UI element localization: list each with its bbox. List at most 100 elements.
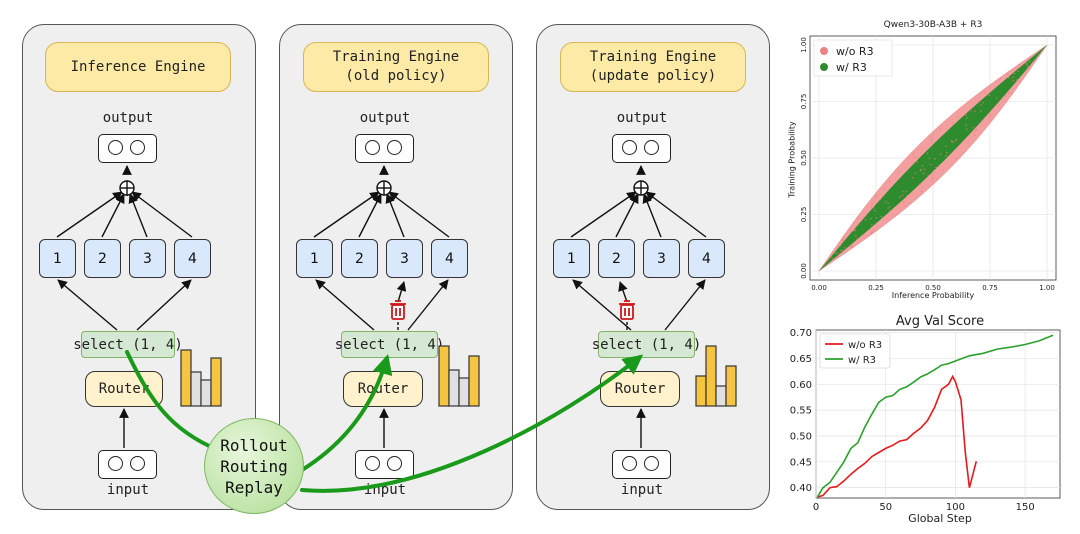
expert-box: 4 [431, 239, 468, 278]
scatter-point [864, 219, 867, 221]
scatter-point [982, 101, 985, 104]
expert-box: 3 [129, 239, 166, 278]
trash-icon [619, 300, 635, 320]
title-line: Inference Engine [70, 58, 206, 75]
scatter-xlabel: Inference Probability [891, 291, 975, 300]
scatter-point [988, 94, 990, 97]
scatter-point [978, 100, 980, 103]
scatter-point [965, 128, 968, 131]
scatter-point [899, 196, 901, 198]
scatter-point [875, 216, 878, 219]
scatter-point [836, 255, 839, 258]
scatter-point [975, 128, 978, 131]
scatter-point [843, 247, 846, 249]
scatter-point [965, 124, 968, 126]
x-tick-label: 0.25 [868, 284, 884, 292]
scatter-point [870, 206, 873, 208]
scatter-point [870, 217, 872, 220]
scatter-point [927, 174, 930, 177]
scatter-point [973, 110, 976, 112]
scatter-point [843, 235, 845, 238]
scatter-point [930, 139, 932, 141]
y-tick-label: 0.55 [790, 406, 812, 417]
input-label: input [620, 482, 664, 498]
scatter-point [989, 114, 991, 117]
expert-box: 4 [174, 239, 211, 278]
scatter-point [1008, 76, 1010, 79]
x-tick-label: 0.50 [925, 284, 941, 292]
scatter-point [887, 202, 889, 204]
legend-marker [820, 47, 828, 55]
scatter-point [955, 157, 957, 160]
scatter-point [921, 186, 924, 188]
scatter-point [919, 183, 921, 185]
series-band [819, 45, 1047, 271]
rollout-routing-replay-node: Rollout Routing Replay [204, 418, 304, 514]
scatter-point [939, 128, 941, 130]
x-tick-label: 50 [879, 502, 892, 513]
title-line: (update policy) [589, 68, 717, 84]
line-title: Avg Val Score [895, 314, 985, 329]
scatter-point [911, 176, 914, 179]
scatter-point [912, 154, 914, 156]
scatter-point [955, 139, 957, 142]
x-tick-label: 0 [813, 502, 819, 513]
scatter-point [926, 152, 929, 155]
scatter-point [970, 110, 973, 113]
scatter-point [975, 129, 977, 132]
x-tick-label: 150 [1016, 502, 1035, 513]
scatter-point [928, 157, 931, 160]
scatter-point [861, 234, 863, 237]
scatter-point [880, 215, 883, 218]
scatter-point [837, 252, 840, 255]
scatter-point [914, 172, 916, 175]
scatter-point [879, 198, 882, 201]
scatter-point [1017, 70, 1019, 73]
scatter-point [901, 194, 904, 197]
scatter-point [931, 141, 934, 144]
replay-line: Replay [225, 477, 283, 497]
scatter-title: Qwen3-30B-A3B + R3 [883, 20, 983, 30]
scatter-point [852, 230, 855, 232]
scatter-point [857, 217, 859, 219]
scatter-point [952, 122, 954, 124]
replay-arrow [125, 350, 220, 452]
scatter-point [974, 134, 976, 137]
scatter-point [850, 244, 852, 246]
scatter-point [840, 244, 842, 247]
scatter-point [870, 224, 873, 226]
scatter-point [913, 151, 915, 154]
scatter-point [841, 249, 843, 251]
scatter-point [905, 190, 907, 193]
y-tick-label: 0.50 [800, 150, 808, 166]
scatter-point [1012, 79, 1014, 82]
panel-title: Inference Engine [45, 42, 231, 92]
scatter-point [952, 141, 955, 143]
scatter-point [967, 141, 969, 144]
line-xlabel: Global Step [908, 512, 972, 525]
scatter-point [935, 166, 937, 169]
title-line: Training Engine [589, 49, 717, 65]
scatter-point [904, 205, 907, 207]
title-line: (old policy) [345, 68, 447, 84]
scatter-point [934, 158, 936, 160]
x-tick-label: 100 [946, 502, 965, 513]
y-tick-label: 1.00 [800, 37, 808, 53]
expert-box: 3 [643, 239, 680, 278]
scatter-point [972, 127, 974, 129]
legend-label: w/ R3 [836, 61, 867, 74]
expert-box: 1 [39, 239, 76, 278]
output-label: output [102, 110, 154, 126]
y-tick-label: 0.00 [800, 263, 808, 279]
scatter-point [870, 232, 873, 235]
scatter-point [983, 91, 986, 94]
x-tick-label: 0.00 [811, 284, 827, 292]
scatter-point [966, 117, 968, 119]
scatter-point [856, 238, 858, 240]
scatter-point [882, 195, 884, 197]
scatter-point [919, 169, 922, 172]
scatter-point [851, 229, 854, 232]
select-box: select (1, 4) [73, 331, 183, 358]
y-tick-label: 0.75 [800, 94, 808, 110]
